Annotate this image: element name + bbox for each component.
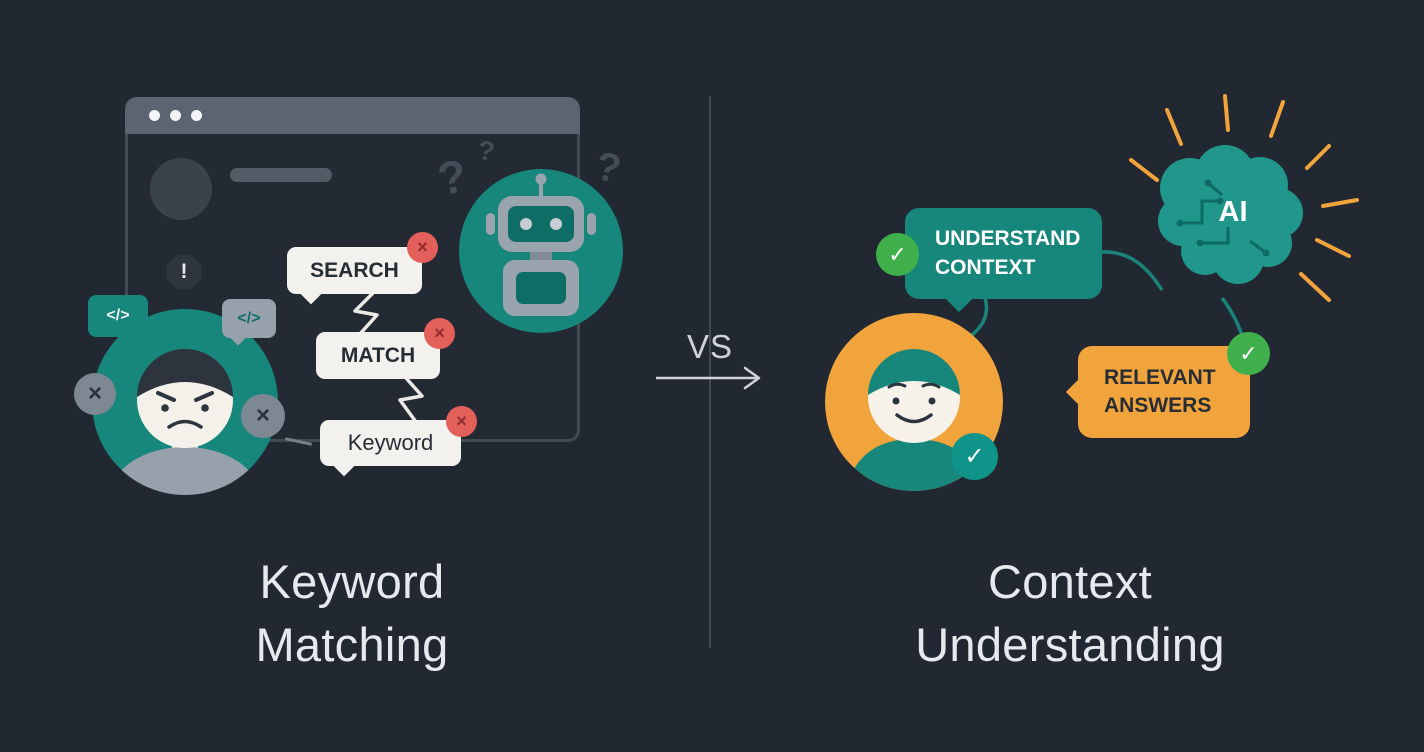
code-icon: </> — [106, 307, 130, 324]
ai-label: AI — [1219, 196, 1248, 228]
code-icon: </> — [237, 309, 261, 327]
close-icon: × — [417, 237, 428, 257]
error-badge: × — [446, 406, 477, 437]
error-badge: × — [407, 232, 438, 263]
keyword-bubble-label: Keyword — [347, 430, 434, 455]
window-dot — [191, 110, 202, 121]
zigzag-connector — [398, 376, 424, 424]
error-badge: × — [424, 318, 455, 349]
vs-label: VS — [686, 328, 734, 365]
brain-shape — [1158, 145, 1303, 284]
close-icon: × — [434, 323, 445, 343]
left-panel-title: Keyword Matching — [255, 555, 449, 671]
avatar-placeholder — [150, 158, 212, 220]
check-icon: ✓ — [888, 241, 907, 267]
right-arrow-icon — [656, 366, 761, 390]
relevant-answers-bubble: RELEVANT ANSWERS — [1078, 346, 1250, 438]
alert-badge: ! — [166, 254, 202, 290]
reject-badge: × — [241, 394, 285, 438]
check-badge: ✓ — [876, 233, 919, 276]
relevant-answers-label: RELEVANT ANSWERS — [1104, 365, 1216, 417]
check-badge: ✓ — [1227, 332, 1270, 375]
center-divider — [709, 96, 711, 648]
reject-badge: × — [74, 373, 116, 415]
understand-context-bubble: UNDERSTAND CONTEXT — [905, 208, 1102, 299]
close-icon: × — [456, 411, 467, 431]
close-icon: × — [87, 380, 102, 407]
search-bubble-label: SEARCH — [310, 258, 399, 282]
window-dot — [170, 110, 181, 121]
code-bubble: </> — [222, 299, 276, 338]
understand-context-label: UNDERSTAND CONTEXT — [935, 227, 1081, 279]
code-bubble: </> — [88, 295, 148, 337]
ai-brain-illustration: AI — [1129, 94, 1359, 302]
match-bubble-label: MATCH — [340, 343, 416, 367]
check-icon: ✓ — [964, 443, 985, 470]
exclamation-icon: ! — [180, 260, 188, 283]
right-panel-title: Context Understanding — [915, 555, 1225, 671]
success-badge: ✓ — [951, 433, 998, 480]
window-dot — [149, 110, 160, 121]
frustrated-user-illustration — [92, 309, 278, 495]
browser-titlebar — [125, 97, 580, 134]
close-icon: × — [255, 402, 270, 429]
match-bubble: MATCH — [316, 332, 440, 379]
check-icon: ✓ — [1239, 340, 1258, 366]
search-bubble: SEARCH — [287, 247, 422, 294]
confused-robot-illustration — [459, 169, 623, 333]
text-placeholder — [230, 168, 332, 182]
keyword-bubble: Keyword — [320, 420, 461, 466]
zigzag-connector — [353, 291, 379, 337]
spark-rays — [1129, 94, 1359, 302]
